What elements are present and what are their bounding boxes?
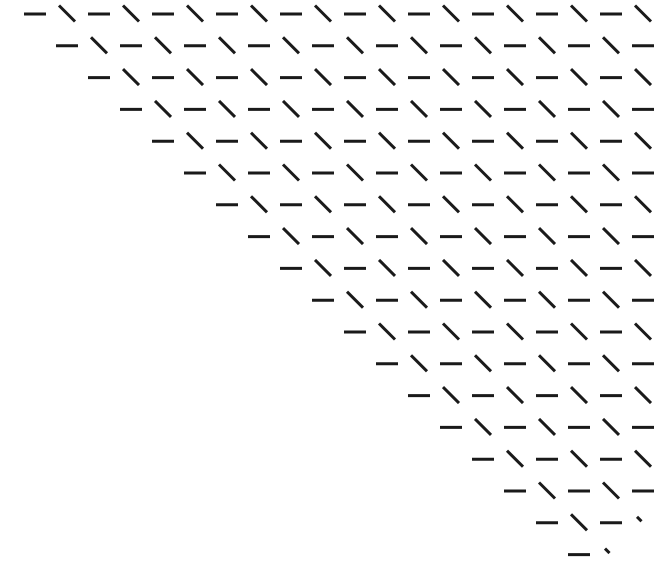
backslash-mark [473, 417, 493, 436]
backslash-mark [601, 36, 621, 55]
backslash-mark [377, 195, 397, 214]
backslash-mark [601, 417, 621, 436]
backslash-mark [377, 322, 397, 341]
backslash-mark [569, 449, 589, 468]
backslash-mark [185, 68, 205, 87]
backslash-mark [89, 36, 109, 55]
backslash-mark [601, 99, 621, 118]
backslash-mark [377, 258, 397, 277]
backslash-mark [633, 4, 653, 23]
backslash-mark [313, 258, 333, 277]
backslash-mark [281, 36, 301, 55]
backslash-mark [569, 4, 589, 23]
backslash-mark [601, 163, 621, 182]
backslash-mark [121, 4, 141, 23]
backslash-mark [473, 354, 493, 373]
backslash-mark [153, 36, 173, 55]
backslash-mark [441, 195, 461, 214]
backslash-mark [249, 4, 269, 23]
backslash-mark [313, 68, 333, 87]
backslash-mark [633, 195, 653, 214]
backslash-mark [409, 290, 429, 309]
backslash-mark [121, 68, 141, 87]
backslash-mark [633, 258, 653, 277]
backslash-mark [281, 99, 301, 118]
backslash-mark [505, 449, 525, 468]
backslash-mark [345, 163, 365, 182]
backslash-mark [633, 68, 653, 87]
backslash-mark [345, 36, 365, 55]
backslash-mark [409, 227, 429, 246]
backslash-mark [569, 68, 589, 87]
backslash-mark [633, 322, 653, 341]
partial-backslash-mark [603, 547, 611, 555]
backslash-mark [505, 4, 525, 23]
backslash-mark [249, 195, 269, 214]
backslash-mark [377, 68, 397, 87]
backslash-mark [313, 4, 333, 23]
backslash-mark [249, 68, 269, 87]
backslash-mark [57, 4, 77, 23]
backslash-mark [473, 163, 493, 182]
backslash-mark [441, 258, 461, 277]
backslash-mark [345, 290, 365, 309]
backslash-mark [217, 99, 237, 118]
backslash-mark [281, 163, 301, 182]
backslash-mark [345, 227, 365, 246]
backslash-mark [473, 36, 493, 55]
backslash-mark [505, 258, 525, 277]
backslash-mark [537, 163, 557, 182]
backslash-mark [441, 68, 461, 87]
backslash-mark [217, 163, 237, 182]
backslash-mark [377, 131, 397, 150]
backslash-mark [537, 36, 557, 55]
backslash-mark [409, 354, 429, 373]
backslash-mark [217, 36, 237, 55]
backslash-mark [569, 386, 589, 405]
backslash-mark [313, 131, 333, 150]
backslash-mark [441, 386, 461, 405]
partial-backslash-mark [635, 515, 643, 523]
backslash-mark [441, 131, 461, 150]
backslash-mark [537, 290, 557, 309]
backslash-mark [441, 322, 461, 341]
backslash-mark [153, 99, 173, 118]
backslash-mark [505, 131, 525, 150]
backslash-mark [601, 481, 621, 500]
backslash-mark [537, 417, 557, 436]
backslash-mark [537, 481, 557, 500]
backslash-mark [569, 131, 589, 150]
backslash-mark [537, 227, 557, 246]
backslash-mark [377, 4, 397, 23]
backslash-mark [249, 131, 269, 150]
backslash-mark [505, 195, 525, 214]
backslash-mark [505, 386, 525, 405]
backslash-mark [537, 354, 557, 373]
backslash-mark [409, 99, 429, 118]
backslash-mark [441, 4, 461, 23]
backslash-mark [569, 322, 589, 341]
backslash-mark [569, 258, 589, 277]
backslash-mark [185, 4, 205, 23]
backslash-mark [345, 99, 365, 118]
backslash-mark [601, 290, 621, 309]
backslash-mark [569, 195, 589, 214]
backslash-mark [409, 163, 429, 182]
backslash-mark [633, 449, 653, 468]
backslash-mark [505, 68, 525, 87]
backslash-mark [633, 131, 653, 150]
backslash-mark [505, 322, 525, 341]
backslash-mark [537, 99, 557, 118]
backslash-mark [601, 354, 621, 373]
backslash-mark [633, 386, 653, 405]
backslash-mark [473, 290, 493, 309]
backslash-mark [473, 227, 493, 246]
backslash-mark [601, 227, 621, 246]
backslash-mark [569, 513, 589, 532]
backslash-mark [185, 131, 205, 150]
backslash-mark [281, 227, 301, 246]
backslash-mark [409, 36, 429, 55]
backslash-mark [313, 195, 333, 214]
backslash-mark [473, 99, 493, 118]
